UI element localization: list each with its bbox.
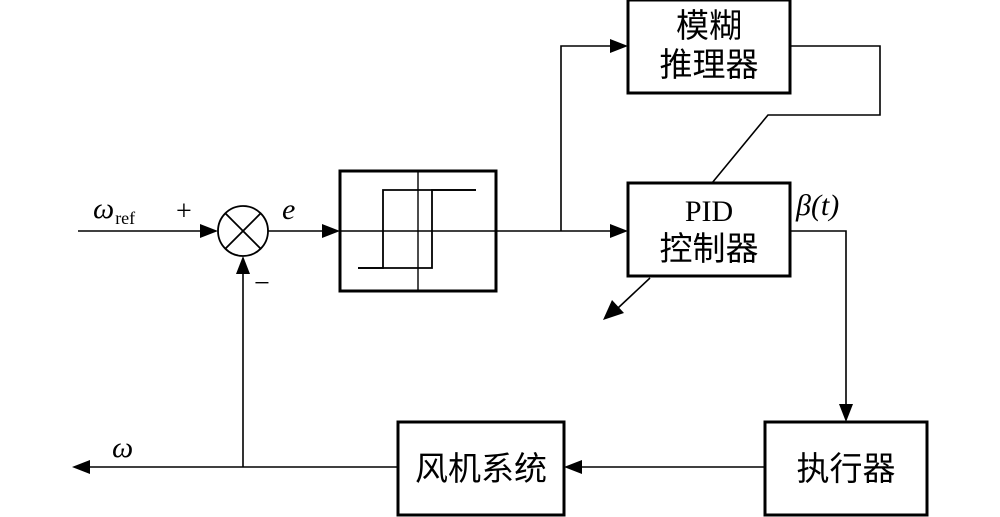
svg-text:控制器: 控制器	[660, 229, 759, 268]
svg-text:推理器: 推理器	[660, 45, 759, 84]
beta-label: β(t)	[795, 189, 839, 222]
svg-text:模糊: 模糊	[676, 6, 742, 45]
fan-input-arrowhead	[564, 460, 582, 474]
input-arrowhead	[200, 224, 218, 238]
error-label: e	[282, 193, 295, 226]
output-arrowhead	[72, 460, 90, 474]
fuzzy-branch-line	[560, 45, 614, 231]
pid-controller-block: PID 控制器	[626, 181, 792, 278]
omega-ref-label: ωref	[93, 192, 135, 228]
feedback-arrowhead	[236, 256, 250, 274]
fuzzy-output-line	[711, 45, 881, 184]
minus-sign: −	[254, 268, 270, 299]
error-arrowhead	[322, 224, 340, 238]
fan-system-block: 风机系统	[396, 420, 566, 517]
fuzzy-inference-block: 模糊 推理器	[626, 0, 792, 95]
pid-output-line	[790, 230, 847, 408]
fuzzy-input-arrowhead	[610, 39, 628, 53]
param-adjust-arrowhead	[603, 300, 624, 320]
pid-input-arrowhead	[610, 224, 628, 238]
param-adjust-line	[617, 277, 651, 309]
plus-sign: +	[176, 196, 192, 227]
hysteresis-block	[338, 169, 498, 293]
svg-text:风机系统: 风机系统	[415, 449, 547, 488]
svg-text:PID: PID	[685, 195, 733, 228]
actuator-block: 执行器	[763, 420, 929, 517]
actuator-input-arrowhead	[839, 404, 853, 422]
omega-output-label: ω	[112, 431, 133, 464]
summing-junction	[217, 205, 269, 257]
svg-text:执行器: 执行器	[797, 449, 896, 488]
